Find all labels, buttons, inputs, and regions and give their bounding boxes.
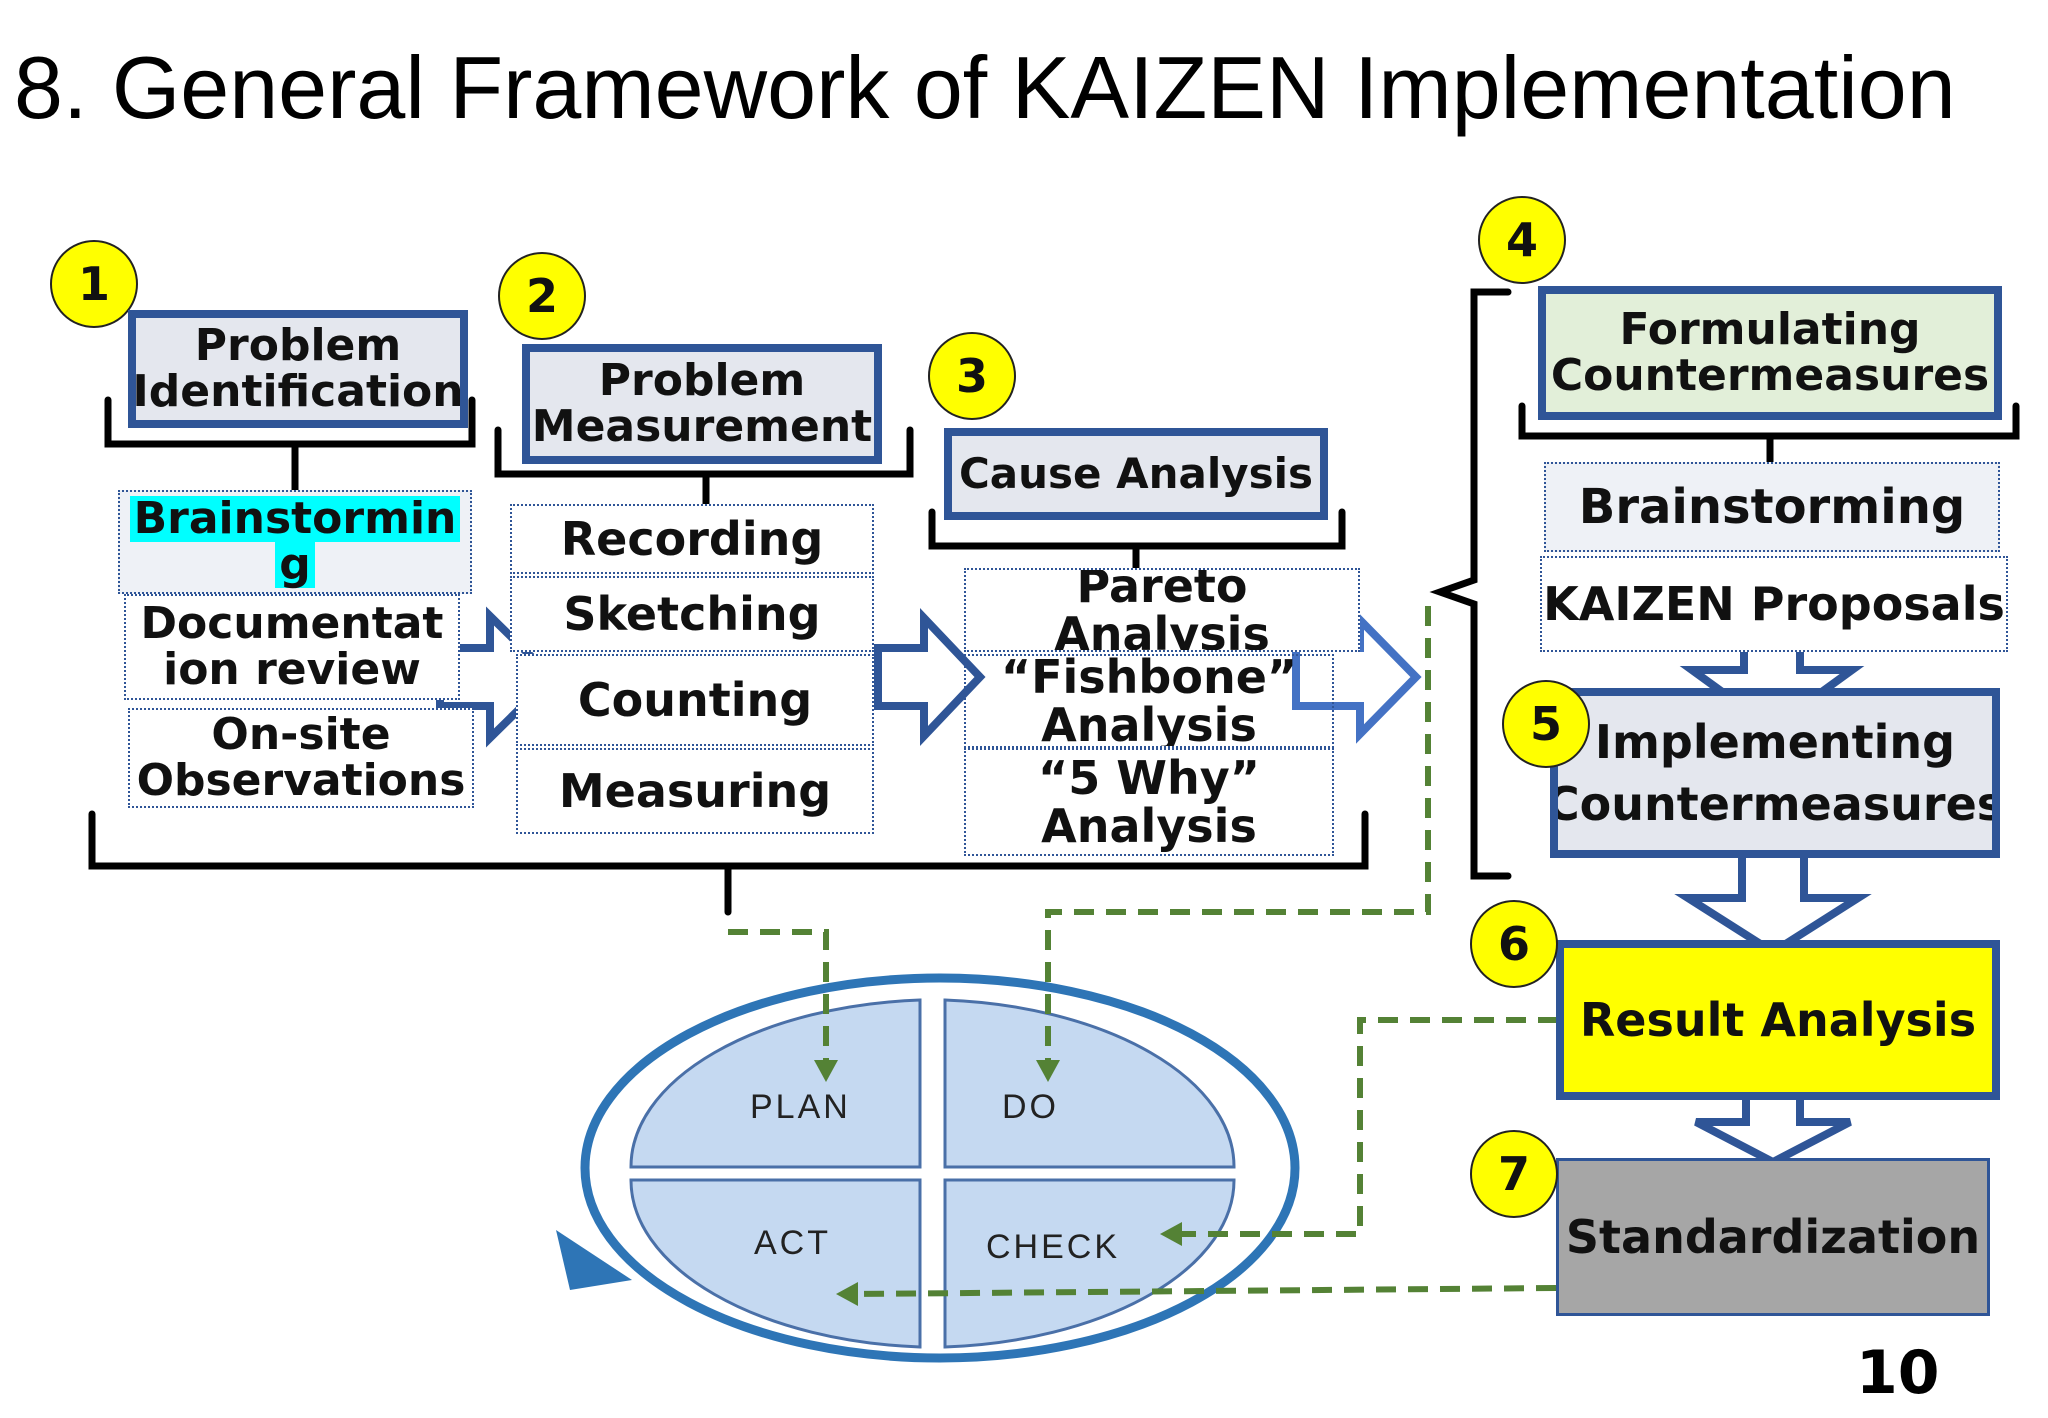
pdca-check-label: CHECK xyxy=(986,1228,1121,1266)
formulating-line1: Formulating xyxy=(1619,303,1921,355)
item-onsite-line1: On-site xyxy=(211,708,391,760)
cause-analysis-label: Cause Analysis xyxy=(958,448,1314,498)
item-measuring-label: Measuring xyxy=(558,763,832,818)
item-kaizen-proposals-label: KAIZEN Proposals xyxy=(1543,576,2005,631)
brace-1 xyxy=(104,396,476,496)
item-5-why-line2: Analysis xyxy=(1041,799,1257,853)
item-onsite-line2: Observations xyxy=(136,755,466,806)
step-number-7: 7 xyxy=(1470,1130,1558,1218)
item-documentation-line2: ion review xyxy=(163,644,421,695)
dashed-result-to-check xyxy=(1180,1017,1558,1237)
arrow-2-to-3 xyxy=(874,607,986,747)
dashed-standard-to-act xyxy=(855,1285,1557,1297)
brace-3 xyxy=(928,508,1346,578)
problem-identification-line1: Problem xyxy=(194,319,402,371)
item-documentation-review: Documentat ion review xyxy=(124,594,460,700)
pdca-do-label: DO xyxy=(1002,1088,1059,1126)
item-brainstorming-1-line1: Brainstormin xyxy=(129,495,461,542)
step-number-3: 3 xyxy=(928,332,1016,420)
item-brainstorming-1: Brainstormin g xyxy=(118,490,472,594)
check-quadrant xyxy=(943,1178,1236,1349)
item-counting-label: Counting xyxy=(577,672,813,727)
item-kaizen-proposals: KAIZEN Proposals xyxy=(1540,556,2008,652)
problem-identification-box: Problem Identification xyxy=(128,310,468,428)
arrow-6-to-7 xyxy=(1694,1092,1852,1167)
brace-large xyxy=(1429,288,1512,880)
item-sketching: Sketching xyxy=(510,576,874,652)
item-brainstorming-2-label: Brainstorming xyxy=(1578,478,1966,535)
step-number-5: 5 xyxy=(1502,680,1590,768)
brace-bottom xyxy=(88,810,1369,916)
step-number-2: 2 xyxy=(498,252,586,340)
formulating-countermeasures-box: Formulating Countermeasures xyxy=(1538,286,2002,420)
page-number: 10 xyxy=(1856,1338,1940,1408)
standardization-label: Standardization xyxy=(1565,1209,1981,1264)
item-fishbone-analysis: “Fishbone” Analysis xyxy=(964,654,1334,748)
item-fishbone-line1: “Fishbone” xyxy=(1000,654,1298,704)
step-number-4: 4 xyxy=(1478,196,1566,284)
arrow-5-to-6 xyxy=(1674,844,1872,957)
implementing-line2: Countermeasures xyxy=(1550,777,2000,831)
pdca-act-label: ACT xyxy=(754,1224,831,1262)
problem-measurement-line1: Problem xyxy=(598,354,806,406)
cause-analysis-box: Cause Analysis xyxy=(944,428,1328,520)
implementing-line1: Implementing xyxy=(1594,714,1956,769)
step-number-6: 6 xyxy=(1470,900,1558,988)
page-title: 8. General Framework of KAIZEN Implement… xyxy=(14,38,1956,137)
step-number-1: 1 xyxy=(50,240,138,328)
item-pareto-analysis: Pareto Analysis xyxy=(964,568,1360,652)
result-analysis-label: Result Analysis xyxy=(1579,992,1977,1047)
act-quadrant xyxy=(629,1178,922,1349)
item-recording-label: Recording xyxy=(560,511,824,566)
item-brainstorming-2: Brainstorming xyxy=(1544,462,2000,552)
do-quadrant xyxy=(943,998,1236,1169)
problem-identification-line2: Identification xyxy=(132,366,464,417)
item-pareto-label: Pareto Analysis xyxy=(1054,568,1270,652)
item-counting: Counting xyxy=(516,654,874,746)
formulating-line2: Countermeasures xyxy=(1550,350,1990,401)
item-recording: Recording xyxy=(510,504,874,574)
item-documentation-line1: Documentat xyxy=(140,597,444,649)
dashed-brace-to-plan xyxy=(728,929,829,1060)
item-sketching-label: Sketching xyxy=(563,586,821,641)
item-onsite-observations: On-site Observations xyxy=(128,708,474,808)
plan-quadrant xyxy=(629,998,922,1169)
item-brainstorming-1-line2: g xyxy=(275,541,315,589)
item-5-why-analysis: “5 Why” Analysis xyxy=(964,748,1334,856)
pdca-plan-label: PLAN xyxy=(750,1088,851,1126)
result-analysis-box: Result Analysis xyxy=(1556,940,2000,1100)
dashed-stage4-to-do xyxy=(1045,606,1431,1060)
item-measuring: Measuring xyxy=(516,748,874,834)
implementing-countermeasures-box: Implementing Countermeasures xyxy=(1550,688,2000,858)
problem-measurement-box: Problem Measurement xyxy=(522,344,882,464)
problem-measurement-line2: Measurement xyxy=(531,401,873,452)
item-5-why-line1: “5 Why” xyxy=(1038,750,1260,805)
item-fishbone-line2: Analysis xyxy=(1041,698,1257,748)
pdca-cycle xyxy=(556,973,1300,1363)
standardization-box: Standardization xyxy=(1556,1158,1990,1316)
